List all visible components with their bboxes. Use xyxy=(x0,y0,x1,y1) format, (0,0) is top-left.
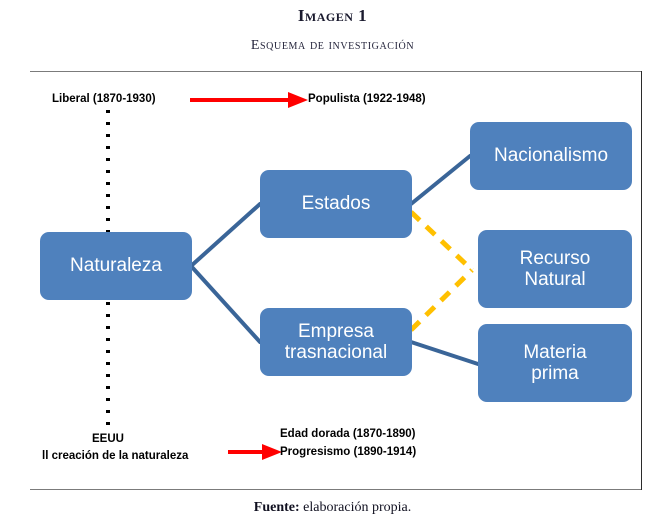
node-empresa-trasnacional[interactable]: Empresa trasnacional xyxy=(260,308,412,376)
source-label: Fuente: xyxy=(253,500,300,515)
frame-top-rule xyxy=(30,71,642,72)
edge-naturaleza-estados xyxy=(189,202,262,268)
annotation-creacion-naturaleza: ll creación de la naturaleza xyxy=(42,450,189,462)
figure-source: Fuente: elaboración propia. xyxy=(0,500,665,516)
annotation-liberal: Liberal (1870-1930) xyxy=(52,93,156,105)
diagram-connectors xyxy=(106,92,480,460)
diagram-canvas: Naturaleza Estados Empresa trasnacional … xyxy=(30,72,642,489)
edge-naturaleza-empresa xyxy=(189,264,262,344)
red-arrow-top xyxy=(190,92,308,108)
annotation-populista: Populista (1922-1948) xyxy=(308,93,426,105)
frame-bottom-rule xyxy=(30,489,642,490)
node-naturaleza[interactable]: Naturaleza xyxy=(40,232,192,300)
annotation-progresismo: Progresismo (1890-1914) xyxy=(280,446,417,458)
node-recurso-natural[interactable]: Recurso Natural xyxy=(478,230,632,308)
edge-empresa-recurso xyxy=(409,268,474,332)
node-nacionalismo[interactable]: Nacionalismo xyxy=(470,122,632,190)
edge-estados-recurso xyxy=(409,210,474,272)
frame-right-border xyxy=(641,71,642,490)
figure-subtitle: Esquema de investigación xyxy=(250,38,415,53)
figure-title: Imagen 1 xyxy=(297,6,368,25)
annotation-eeuu: EEUU xyxy=(92,433,124,445)
edge-empresa-materia xyxy=(409,340,480,366)
edge-estados-nacionalismo xyxy=(409,154,472,206)
annotation-edad-dorada: Edad dorada (1870-1890) xyxy=(280,428,416,440)
source-text: elaboración propia. xyxy=(299,500,412,515)
red-arrow-bottom xyxy=(228,444,282,460)
node-materia-prima[interactable]: Materia prima xyxy=(478,324,632,402)
node-estados[interactable]: Estados xyxy=(260,170,412,238)
